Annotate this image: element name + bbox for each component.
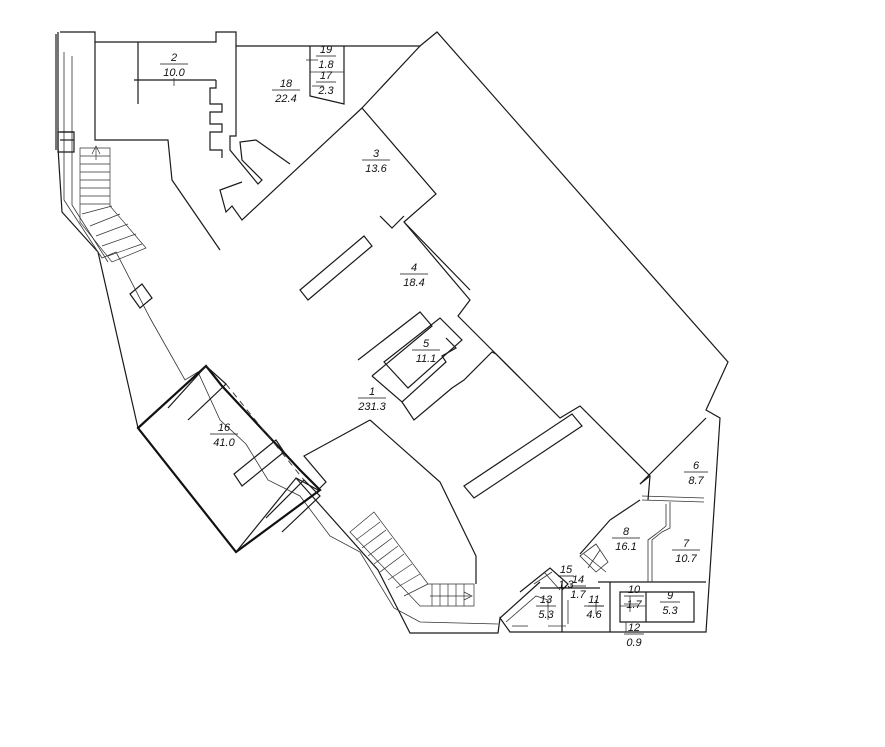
room-label-4: 4 18.4 — [400, 262, 428, 289]
room-area: 1.3 — [558, 579, 574, 591]
room-area: 41.0 — [213, 437, 235, 449]
room-label-19: 19 1.8 — [316, 44, 336, 71]
room-number: 18 — [280, 78, 293, 90]
room-number: 12 — [628, 622, 640, 634]
room-label-9: 9 5.3 — [660, 590, 680, 617]
room-label-10: 10 1.7 — [624, 584, 644, 611]
room-label-13: 13 5.3 — [536, 594, 556, 621]
room-label-17: 17 2.3 — [316, 70, 336, 97]
room-label-7: 7 10.7 — [672, 538, 700, 565]
room-number: 2 — [170, 52, 177, 64]
room-area: 10.7 — [675, 553, 697, 565]
room-area: 231.3 — [357, 401, 386, 413]
room-area: 5.3 — [538, 609, 554, 621]
room-number: 3 — [373, 148, 380, 160]
room-label-1: 1 231.3 — [357, 386, 386, 413]
room-number: 13 — [540, 594, 553, 606]
room-number: 7 — [683, 538, 690, 550]
room-area: 18.4 — [403, 277, 424, 289]
room-area: 2.3 — [317, 85, 334, 97]
room-area: 13.6 — [365, 163, 387, 175]
room-area: 4.6 — [586, 609, 602, 621]
room-label-18: 18 22.4 — [272, 78, 300, 105]
room-number: 1 — [369, 386, 375, 398]
room-area: 22.4 — [274, 93, 296, 105]
room-number: 15 — [560, 564, 573, 576]
room-label-14: 14 1.7 — [570, 574, 587, 601]
room-label-16: 16 41.0 — [210, 422, 238, 449]
interior-walls — [57, 42, 707, 632]
room-area: 1.7 — [570, 589, 586, 601]
room-number: 10 — [628, 584, 641, 596]
room-label-15: 15 1.3 — [558, 564, 575, 591]
room-area: 5.3 — [662, 605, 678, 617]
room-number: 16 — [218, 422, 231, 434]
room-label-5: 5 11.1 — [412, 338, 440, 365]
room-label-2: 2 10.0 — [160, 52, 188, 79]
room-area: 11.1 — [416, 353, 437, 365]
room-number: 5 — [423, 338, 430, 350]
room-label-12: 12 0.9 — [624, 622, 644, 649]
room-area: 1.8 — [318, 59, 334, 71]
room-area: 10.0 — [163, 67, 185, 79]
room-number: 4 — [411, 262, 417, 274]
room-area: 1.7 — [626, 599, 642, 611]
room-number: 11 — [588, 594, 599, 606]
room-number: 9 — [667, 590, 673, 602]
room-number: 14 — [572, 574, 584, 586]
room-number: 6 — [693, 460, 700, 472]
room-label-6: 6 8.7 — [684, 460, 708, 487]
room-label-8: 8 16.1 — [612, 526, 640, 553]
room-number: 17 — [320, 70, 333, 82]
room-area: 8.7 — [688, 475, 704, 487]
room-area: 0.9 — [626, 637, 641, 649]
room-label-3: 3 13.6 — [362, 148, 390, 175]
room-number: 8 — [623, 526, 630, 538]
room-area: 16.1 — [615, 541, 636, 553]
staircase-upper — [79, 145, 147, 263]
room-label-11: 11 4.6 — [584, 594, 604, 621]
room-number: 19 — [320, 44, 332, 56]
staircase-lower — [349, 511, 475, 607]
